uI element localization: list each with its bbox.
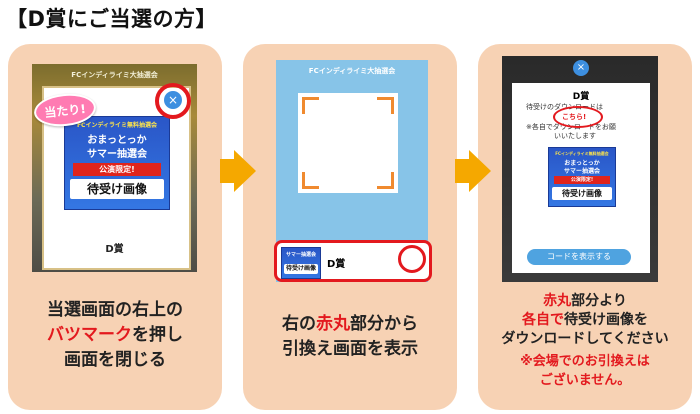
wallpaper-banner: FCインディライミ無料抽選会 おまっとっか サマー抽選会 公演限定! 待受け画像 [64,116,170,210]
caption-highlight: 各自で [522,312,564,328]
thumb-bottom: 待受け画像 [283,264,319,274]
caption-line: ダウンロードしてください [501,331,669,347]
lottery-header: FCインディライミ大抽選会 [308,67,396,75]
caption-text: 部分から [350,314,418,334]
thumb-text: サマー抽選会 [285,252,316,258]
caption-text: 右の [282,314,316,334]
arrow-right-icon [455,159,469,183]
caption-highlight: バツマーク [47,325,132,345]
banner-line1: おまっとっか [564,160,600,167]
caption-text: 部分より [571,293,627,309]
banner-top-text: FCインディライミ無料抽選会 [76,122,158,129]
highlight-ring [553,106,603,128]
banner-bottom: 待受け画像 [70,179,164,199]
corner-mark [302,172,319,189]
prize-label: D賞 [572,92,590,102]
banner-line2: サマー抽選会 [563,168,600,175]
caption-note: ※会場でのお引換えは [520,354,650,369]
caption-highlight: 赤丸 [543,293,572,309]
wallpaper-banner[interactable]: FCインディライミ無料抽選会 おまっとっか サマー抽選会 公演限定! 待受け画像 [548,147,616,207]
caption-line: 当選画面の右上の [47,300,183,320]
corner-mark [377,172,394,189]
banner-bottom: 待受け画像 [552,187,612,200]
caption-line: 引換え画面を表示 [282,339,418,359]
banner-line1: おまっとっか [87,135,147,146]
step3-caption: 赤丸部分より 各自で待受け画像を ダウンロードしてください ※会場でのお引換えは… [478,292,692,390]
caption-line: バツマークを押し [8,323,222,348]
arrow-right-icon [220,159,234,183]
caption-highlight: 赤丸 [316,314,350,334]
caption-note: ございません。 [539,373,631,388]
banner-line2: サマー抽選会 [87,149,147,160]
step1-caption: 当選画面の右上の バツマークを押し 画面を閉じる [8,298,222,373]
corner-mark [377,97,394,114]
caption-line: 右の赤丸部分から [243,312,457,337]
code-frame [298,93,398,193]
close-icon[interactable]: × [573,60,589,76]
caption-line: 赤丸部分より [478,292,692,311]
highlight-ring [155,83,191,119]
corner-mark [302,97,319,114]
prize-label: D賞 [327,259,346,270]
show-code-button[interactable]: コードを表示する [527,249,631,265]
highlight-ring[interactable] [398,245,426,273]
caption-text: 待受け画像を [564,312,648,328]
banner-top-text: FCインディライミ無料抽選会 [555,151,609,156]
lottery-header: FCインディライミ大抽選会 [71,71,158,79]
wallpaper-thumbnail: サマー抽選会 待受け画像 [281,247,321,279]
step2-caption: 右の赤丸部分から 引換え画面を表示 [243,312,457,362]
banner-ribbon: 公演限定! [554,176,610,184]
banner-ribbon: 公演限定! [73,163,161,176]
prize-label: D賞 [105,244,124,255]
caption-text: を押し [132,325,183,345]
caption-line: 画面を閉じる [64,350,166,370]
arrow-right-icon [234,150,256,192]
page-title: 【D賞にご当選の方】 [6,7,218,31]
download-note: いいたします [554,132,596,140]
arrow-right-icon [469,150,491,192]
caption-line: 各自で待受け画像を [478,311,692,330]
